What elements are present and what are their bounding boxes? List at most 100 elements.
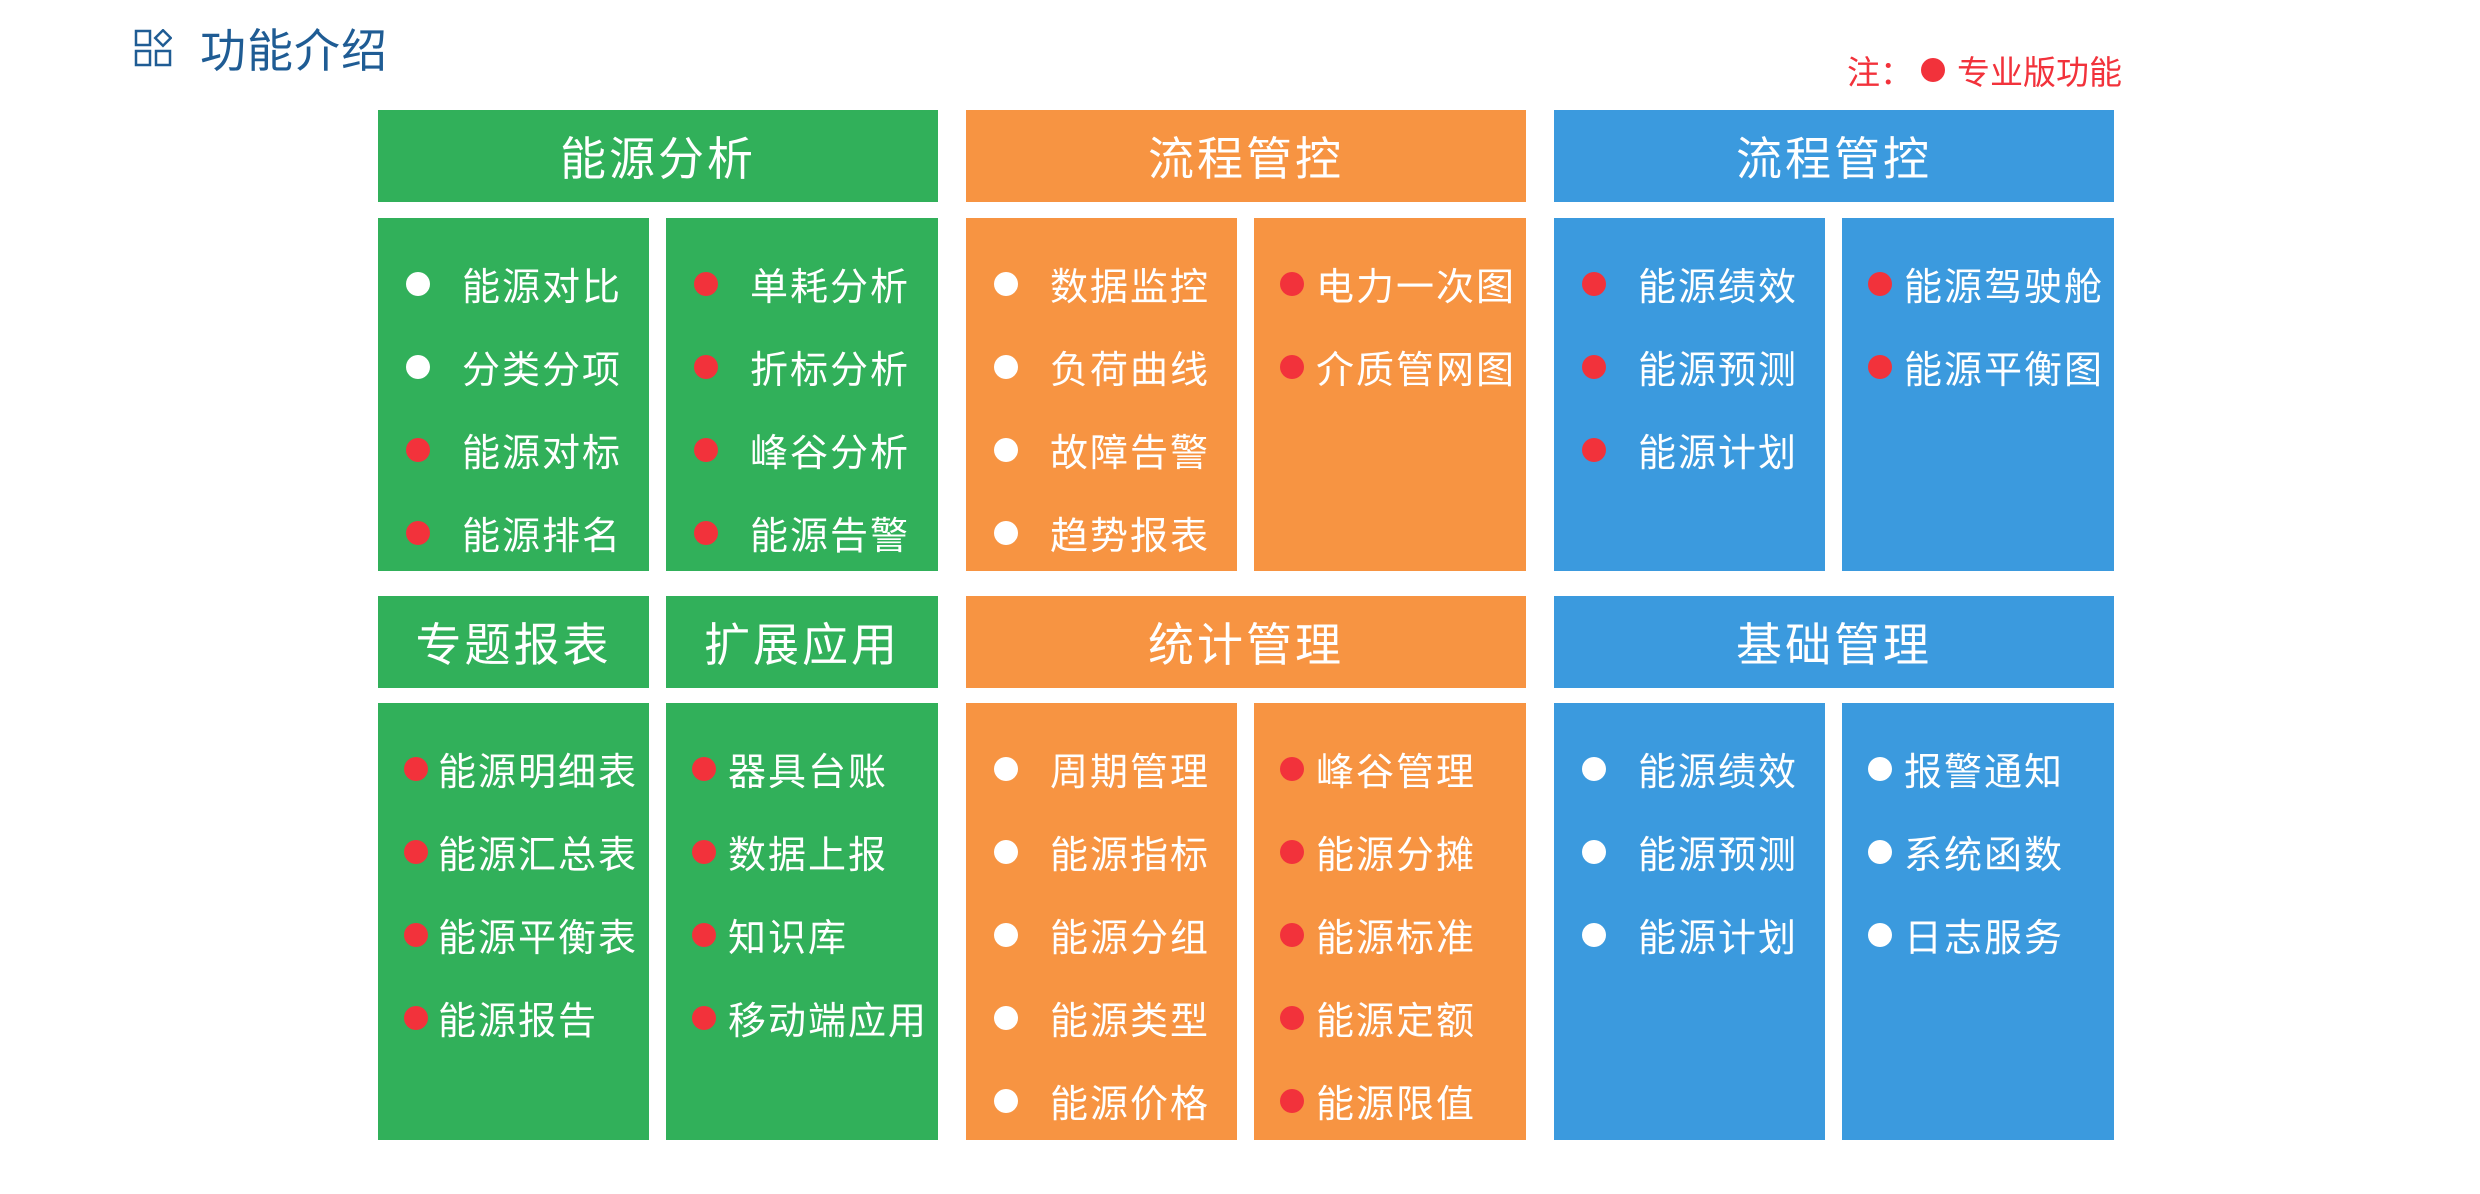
feature-item: 能源限值 [1254, 1059, 1526, 1142]
feature-item-label: 能源计划 [1638, 916, 1799, 960]
feature-item-label: 折标分析 [750, 348, 911, 392]
feature-item-label: 能源预测 [1638, 833, 1799, 877]
feature-item: 数据监控 [966, 242, 1237, 325]
pro-dot-icon [694, 437, 718, 462]
card-energy-analysis-col2: 单耗分析折标分析峰谷分析能源告警 [666, 218, 938, 571]
feature-item: 器具台账 [666, 727, 938, 810]
feature-item-label: 能源分组 [1050, 916, 1211, 960]
pro-dot-icon [404, 839, 428, 864]
pro-dot-icon [1921, 58, 1945, 82]
legend-note-prefix: 注： [1847, 53, 1913, 92]
pro-dot-icon [694, 354, 718, 379]
feature-item-label: 能源平衡表 [438, 916, 639, 960]
section-header-process-control-2: 流程管控 [1554, 110, 2114, 202]
feature-item: 移动端应用 [666, 976, 938, 1059]
feature-item-label: 能源对比 [462, 265, 623, 309]
legend-note: 注： 专业版功能 [1847, 46, 2122, 94]
feature-item: 能源平衡表 [378, 893, 649, 976]
pro-dot-icon [1868, 354, 1892, 379]
feature-item-label: 报警通知 [1904, 750, 2065, 794]
feature-item: 能源明细表 [378, 727, 649, 810]
pro-dot-icon [1280, 1005, 1304, 1030]
card-process-control-col1: 数据监控负荷曲线故障告警趋势报表 [966, 218, 1237, 571]
feature-item-label: 能源汇总表 [438, 833, 639, 877]
feature-item-label: 器具台账 [728, 750, 889, 794]
feature-item: 系统函数 [1842, 810, 2114, 893]
basic-dot-icon [406, 271, 430, 296]
pro-dot-icon [692, 922, 716, 947]
legend-note-label: 专业版功能 [1957, 53, 2122, 92]
pro-dot-icon [406, 437, 430, 462]
pro-dot-icon [1280, 756, 1304, 781]
feature-item: 能源平衡图 [1842, 325, 2114, 408]
pro-dot-icon [1280, 354, 1304, 379]
basic-dot-icon [994, 354, 1018, 379]
feature-item: 周期管理 [966, 727, 1237, 810]
feature-item-label: 周期管理 [1050, 750, 1211, 794]
pro-dot-icon [1280, 839, 1304, 864]
feature-item-label: 能源类型 [1050, 999, 1211, 1043]
basic-dot-icon [994, 271, 1018, 296]
basic-dot-icon [1582, 922, 1606, 947]
feature-item: 能源类型 [966, 976, 1237, 1059]
feature-item: 能源绩效 [1554, 242, 1825, 325]
basic-dot-icon [1868, 922, 1892, 947]
pro-dot-icon [406, 520, 430, 545]
pro-dot-icon [404, 922, 428, 947]
section-header-special-reports: 专题报表 [378, 596, 649, 688]
basic-dot-icon [994, 1088, 1018, 1113]
feature-item-label: 能源明细表 [438, 750, 639, 794]
feature-item-label: 能源指标 [1050, 833, 1211, 877]
feature-item: 能源预测 [1554, 810, 1825, 893]
pro-dot-icon [1280, 271, 1304, 296]
feature-item-label: 能源绩效 [1638, 265, 1799, 309]
basic-dot-icon [1582, 839, 1606, 864]
basic-dot-icon [994, 839, 1018, 864]
page-header: 功能介绍 [134, 18, 388, 78]
feature-item: 能源汇总表 [378, 810, 649, 893]
feature-item-label: 系统函数 [1904, 833, 2065, 877]
feature-item: 能源排名 [378, 491, 649, 574]
feature-item-label: 负荷曲线 [1050, 348, 1211, 392]
feature-item: 电力一次图 [1254, 242, 1526, 325]
basic-dot-icon [406, 354, 430, 379]
basic-dot-icon [994, 756, 1018, 781]
feature-item-label: 故障告警 [1050, 431, 1211, 475]
card-energy-analysis-col1: 能源对比分类分项能源对标能源排名 [378, 218, 649, 571]
feature-item: 能源告警 [666, 491, 938, 574]
feature-item-label: 能源对标 [462, 431, 623, 475]
feature-item: 知识库 [666, 893, 938, 976]
feature-item: 分类分项 [378, 325, 649, 408]
pro-dot-icon [692, 1005, 716, 1030]
feature-item-label: 能源告警 [750, 514, 911, 558]
feature-item: 能源分摊 [1254, 810, 1526, 893]
pro-dot-icon [694, 520, 718, 545]
feature-item-label: 日志服务 [1904, 916, 2065, 960]
basic-dot-icon [1868, 839, 1892, 864]
feature-item-label: 能源预测 [1638, 348, 1799, 392]
section-header-extended-apps: 扩展应用 [666, 596, 938, 688]
card-basic-management-col2: 报警通知系统函数日志服务 [1842, 703, 2114, 1140]
pro-dot-icon [1868, 271, 1892, 296]
pro-dot-icon [694, 271, 718, 296]
basic-dot-icon [994, 437, 1018, 462]
feature-item: 能源计划 [1554, 408, 1825, 491]
feature-item: 能源绩效 [1554, 727, 1825, 810]
feature-item-label: 移动端应用 [728, 999, 929, 1043]
feature-item: 单耗分析 [666, 242, 938, 325]
feature-item: 能源计划 [1554, 893, 1825, 976]
feature-item-label: 分类分项 [462, 348, 623, 392]
basic-dot-icon [994, 520, 1018, 545]
pro-dot-icon [404, 1005, 428, 1030]
section-header-statistics: 统计管理 [966, 596, 1526, 688]
feature-item-label: 单耗分析 [750, 265, 911, 309]
pro-dot-icon [1280, 922, 1304, 947]
grid-shapes-icon [134, 29, 172, 67]
feature-item-label: 数据上报 [728, 833, 889, 877]
feature-item: 能源指标 [966, 810, 1237, 893]
feature-item-label: 能源报告 [438, 999, 599, 1043]
feature-item: 介质管网图 [1254, 325, 1526, 408]
pro-dot-icon [692, 839, 716, 864]
pro-dot-icon [1582, 271, 1606, 296]
feature-item: 能源标准 [1254, 893, 1526, 976]
